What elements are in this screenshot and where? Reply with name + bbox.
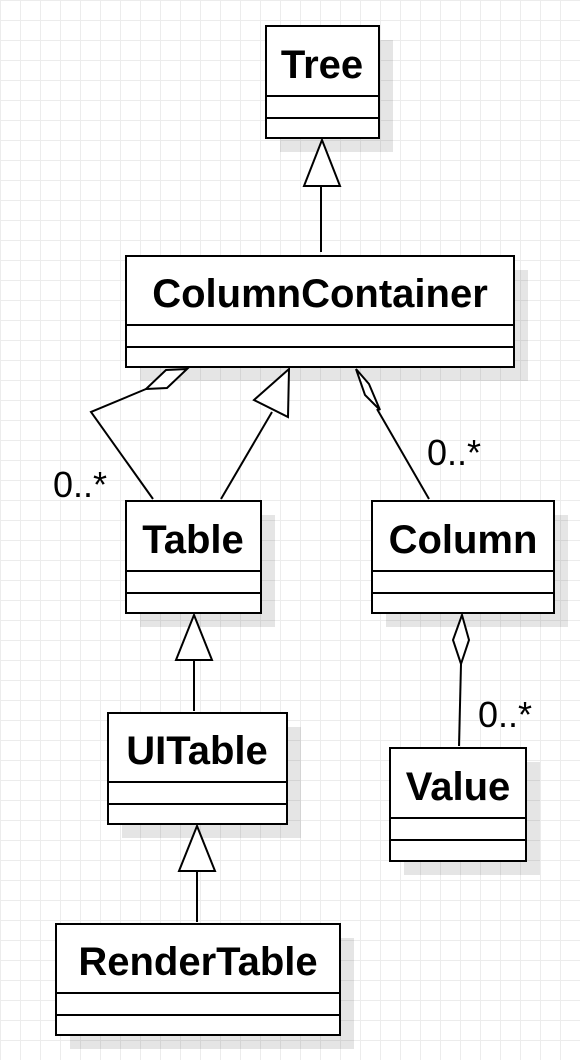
generalization-rendertable-uitable[interactable] xyxy=(177,823,217,922)
aggregation-column-value[interactable] xyxy=(451,611,471,747)
class-ui-table[interactable]: UITable xyxy=(107,712,301,838)
class-name-table: Table xyxy=(142,518,244,562)
multiplicity-table: 0..* xyxy=(53,464,107,505)
class-name-column-container: ColumnContainer xyxy=(152,272,488,316)
aggregation-columncontainer-column[interactable] xyxy=(355,368,430,500)
class-name-value: Value xyxy=(406,765,511,809)
class-column[interactable]: Column xyxy=(371,500,568,627)
generalization-columncontainer-tree[interactable] xyxy=(302,137,342,252)
class-table[interactable]: Table xyxy=(125,500,275,627)
generalization-uitable-table[interactable] xyxy=(174,612,214,711)
class-name-ui-table: UITable xyxy=(126,729,268,773)
aggregation-columncontainer-table[interactable] xyxy=(89,367,190,500)
generalization-table-columncontainer[interactable] xyxy=(220,366,291,500)
class-name-tree: Tree xyxy=(281,43,363,87)
class-value[interactable]: Value xyxy=(389,747,540,875)
class-column-container[interactable]: ColumnContainer xyxy=(125,255,528,381)
class-tree[interactable]: Tree xyxy=(265,25,393,152)
multiplicity-value: 0..* xyxy=(478,694,532,735)
class-name-render-table: RenderTable xyxy=(78,940,317,984)
multiplicity-column: 0..* xyxy=(427,432,481,473)
class-name-column: Column xyxy=(389,518,538,562)
class-render-table[interactable]: RenderTable xyxy=(55,923,354,1049)
